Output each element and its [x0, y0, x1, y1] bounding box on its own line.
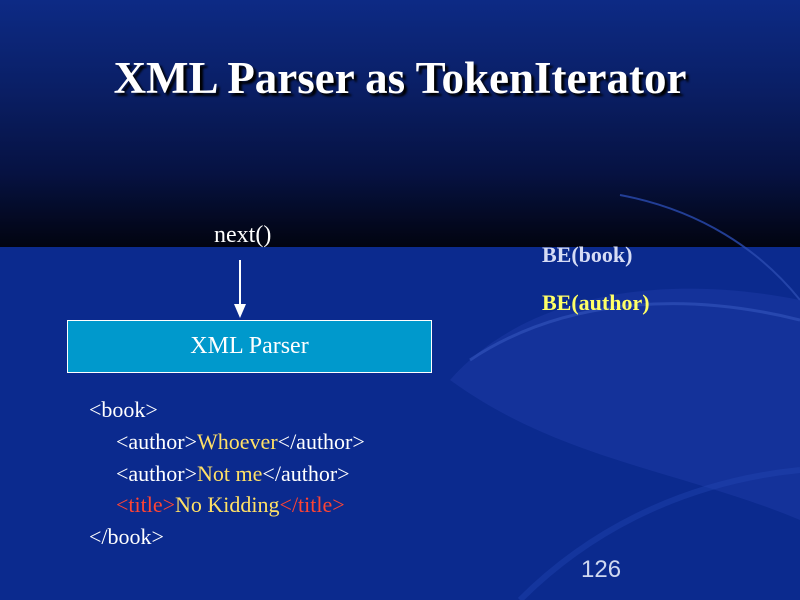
book-close-tag: </book> [89, 524, 164, 550]
title-band [0, 0, 800, 247]
next-call-label: next() [214, 222, 272, 248]
author-close-tag: </author> [277, 428, 365, 454]
event-list: BE(book) BE(author) [542, 240, 650, 336]
xml-parser-label: XML Parser [190, 333, 309, 359]
xml-line-title: <title>No Kidding</title> [89, 489, 365, 521]
event-begin-author: BE(author) [542, 290, 650, 315]
author-open-tag: <author> [116, 428, 198, 454]
slide-title: XML Parser as TokenIterator [113, 53, 687, 103]
xml-line-author-1: <author>Whoever</author> [89, 426, 365, 458]
title-open-tag: <title> [116, 492, 176, 518]
xml-source: <book> <author>Whoever</author> <author>… [89, 394, 365, 553]
down-arrow-icon [234, 260, 246, 318]
xml-line-author-2: <author>Not me</author> [89, 458, 365, 490]
author-close-tag: </author> [262, 460, 350, 486]
page-number: 126 [581, 556, 622, 583]
author-open-tag: <author> [116, 460, 198, 486]
author-2-text: Not me [197, 460, 263, 486]
author-1-text: Whoever [197, 428, 278, 454]
event-begin-book: BE(book) [542, 242, 633, 267]
title-close-tag: </title> [279, 492, 345, 518]
xml-parser-box: XML Parser [67, 320, 432, 373]
xml-line-book-open: <book> [89, 394, 365, 426]
title-text: No Kidding [175, 492, 280, 518]
book-open-tag: <book> [89, 397, 158, 422]
xml-line-book-close: </book> [89, 521, 365, 553]
